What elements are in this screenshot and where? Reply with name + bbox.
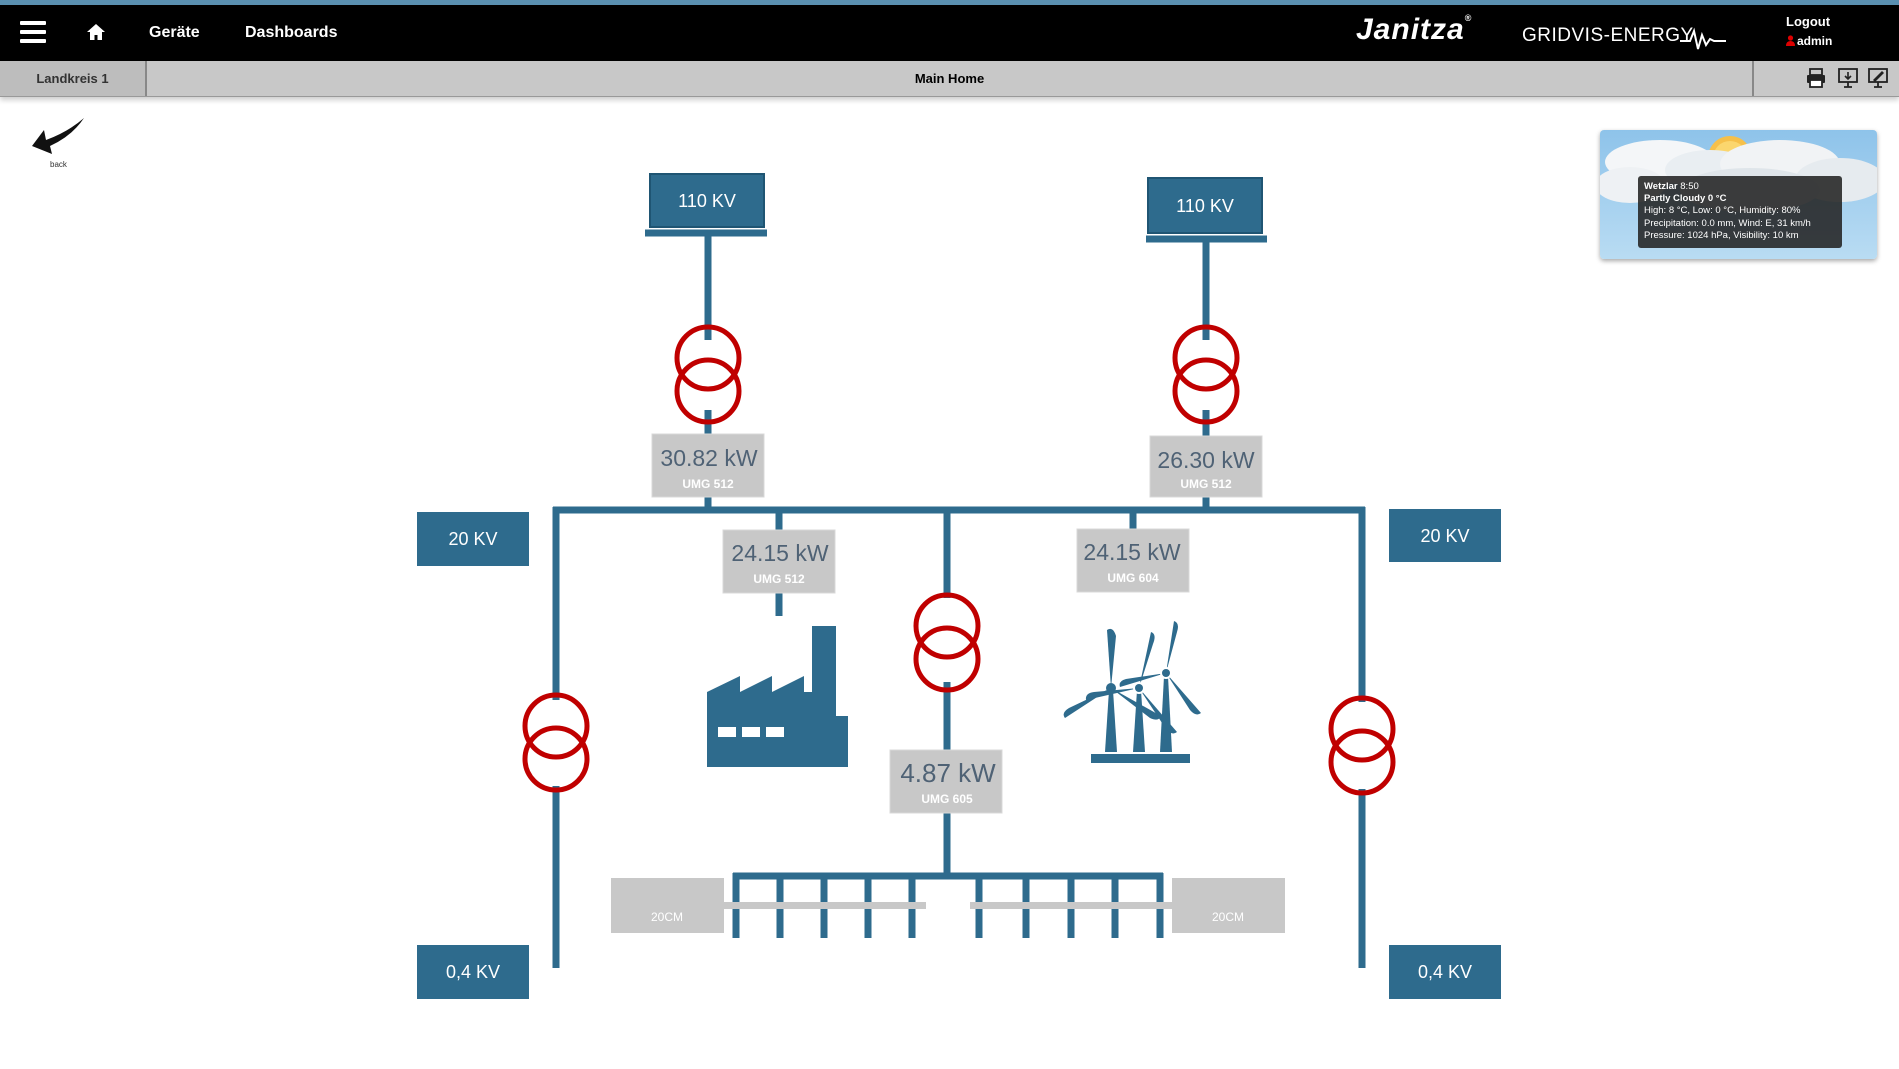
username: admin [1797, 34, 1833, 48]
edit-display-icon[interactable] [1867, 67, 1889, 89]
weather-time: 8:50 [1680, 181, 1699, 192]
busbar-lines [552, 229, 1366, 968]
label-20kv-right-text: 20 KV [1420, 526, 1469, 546]
meter-5-value: 4.87 kW [900, 758, 996, 788]
sub-header-bar: Landkreis 1 Main Home [0, 61, 1899, 97]
label-110kv-left-text: 110 KV [678, 191, 736, 211]
weather-tooltip: Wetzlar 8:50 Partly Cloudy 0 °C High: 8 … [1638, 176, 1842, 248]
feeder-bar-left [724, 902, 926, 909]
back-arrow-icon[interactable] [28, 114, 88, 170]
back-label: back [50, 160, 67, 169]
tab-landkreis[interactable]: Landkreis 1 [0, 61, 147, 96]
meter-4-value: 24.15 kW [1083, 539, 1180, 565]
feeder-box-right[interactable]: 20CM [1172, 878, 1285, 933]
label-04kv-left-text: 0,4 KV [446, 962, 500, 982]
nav-geraete[interactable]: Geräte [149, 24, 200, 41]
weather-widget[interactable]: Wetzlar 8:50 Partly Cloudy 0 °C High: 8 … [1600, 130, 1877, 259]
product-name: GRIDVIS-ENERGY [1522, 25, 1694, 46]
label-20kv-right: 20 KV [1389, 509, 1501, 562]
weather-pressure-visibility: Pressure: 1024 hPa, Visibility: 10 km [1644, 229, 1799, 241]
label-20kv-left: 20 KV [417, 512, 529, 566]
brand-name: Janitza [1356, 13, 1465, 46]
single-line-diagram: 110 KV 110 KV 20 KV 20 KV 0,4 KV 0,4 KV … [417, 173, 1501, 999]
transformer-20-left-icon[interactable] [522, 692, 590, 793]
label-110kv-right-text: 110 KV [1176, 196, 1234, 216]
home-icon[interactable] [86, 23, 106, 41]
meter-box-2[interactable]: 26.30 kW UMG 512 [1149, 435, 1263, 498]
transformer-110-left-icon[interactable] [674, 324, 742, 425]
pulse-icon [1680, 27, 1726, 50]
monitor-icon[interactable] [1837, 67, 1859, 89]
label-04kv-left: 0,4 KV [417, 945, 529, 999]
label-20kv-left-text: 20 KV [448, 529, 497, 549]
factory-icon[interactable] [707, 626, 848, 767]
label-110kv-right: 110 KV [1147, 177, 1263, 234]
user-icon [1786, 35, 1795, 46]
weather-precip-wind: Precipitation: 0.0 mm, Wind: E, 31 km/h [1644, 217, 1811, 229]
meter-1-value: 30.82 kW [660, 445, 757, 471]
top-navigation-bar: Geräte Dashboards Janitza® GRIDVIS-ENERG… [0, 0, 1899, 61]
meter-2-value: 26.30 kW [1157, 447, 1254, 473]
feeder-bar-right [970, 902, 1172, 909]
label-110kv-left: 110 KV [649, 173, 765, 228]
transformer-20-center-icon[interactable] [913, 592, 981, 693]
hamburger-menu-icon[interactable] [20, 21, 46, 43]
weather-temps: High: 8 °C, Low: 0 °C, Humidity: 80% [1644, 205, 1801, 217]
logout-link[interactable]: Logout [1786, 14, 1831, 29]
feeder-left-label: 20CM [651, 910, 683, 924]
meter-box-5[interactable]: 4.87 kW UMG 605 [889, 749, 1003, 814]
meter-2-device: UMG 512 [1180, 477, 1232, 491]
meter-box-4[interactable]: 24.15 kW UMG 604 [1076, 528, 1190, 593]
meter-5-device: UMG 605 [921, 792, 973, 806]
brand-logo: Janitza® [1356, 13, 1472, 47]
toolbar [1752, 61, 1899, 96]
meter-4-device: UMG 604 [1107, 571, 1159, 585]
label-04kv-right: 0,4 KV [1389, 945, 1501, 999]
meter-3-value: 24.15 kW [731, 540, 828, 566]
meter-3-device: UMG 512 [753, 572, 805, 586]
brand-registered-mark: ® [1464, 13, 1473, 23]
weather-location: Wetzlar [1644, 181, 1678, 192]
nav-dashboards[interactable]: Dashboards [245, 24, 338, 41]
page-title: Main Home [914, 71, 985, 86]
meter-box-1[interactable]: 30.82 kW UMG 512 [651, 433, 765, 498]
feeder-right-label: 20CM [1212, 910, 1244, 924]
feeder-box-left[interactable]: 20CM [611, 878, 724, 933]
label-04kv-right-text: 0,4 KV [1418, 962, 1472, 982]
meter-box-3[interactable]: 24.15 kW UMG 512 [722, 529, 836, 594]
wind-turbines-icon[interactable] [1063, 621, 1201, 763]
meter-1-device: UMG 512 [682, 477, 734, 491]
user-display: admin [1786, 34, 1832, 48]
transformer-110-right-icon[interactable] [1172, 324, 1240, 425]
transformer-20-right-icon[interactable] [1328, 695, 1396, 796]
weather-condition: Partly Cloudy 0 °C [1644, 193, 1727, 205]
print-icon[interactable] [1805, 67, 1827, 89]
